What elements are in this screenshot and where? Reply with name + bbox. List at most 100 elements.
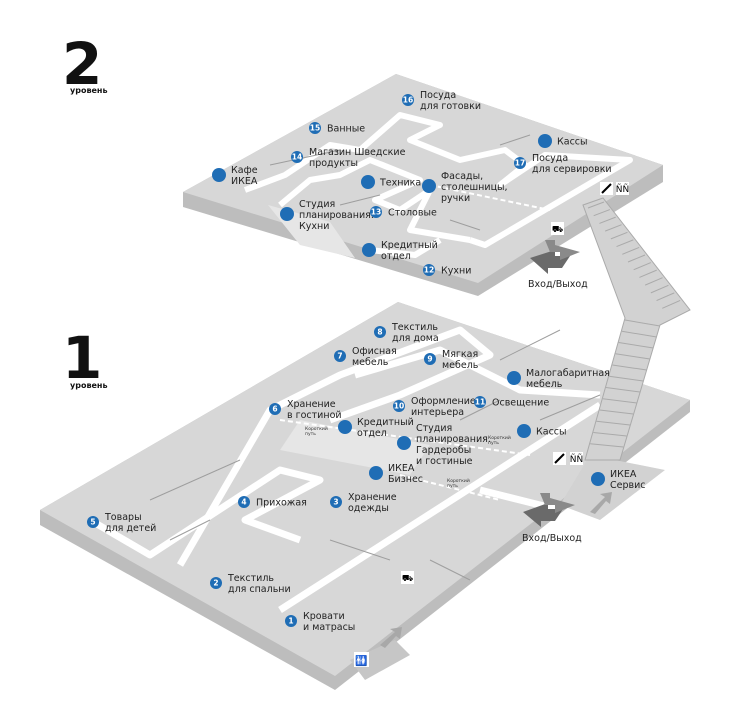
shortcut-label: Короткий xyxy=(488,434,511,441)
poi-label: и гостиные xyxy=(416,456,473,467)
level1-poi[interactable]: 4 Прихожая xyxy=(238,496,307,509)
poi-label: Мягкая xyxy=(442,349,478,360)
poi-marker-icon xyxy=(370,206,382,218)
poi-number: 2 xyxy=(213,579,218,588)
poi-marker-icon xyxy=(538,134,552,148)
poi-label: отдел xyxy=(381,251,411,262)
poi-label: мебель xyxy=(526,379,563,390)
poi-label: для сервировки xyxy=(532,164,612,175)
escalator-icon xyxy=(600,182,613,195)
poi-label: Кафе xyxy=(231,165,258,176)
poi-label: Кредитный xyxy=(381,240,438,251)
escalator-stairs xyxy=(582,197,691,461)
poi-marker-icon xyxy=(238,496,250,508)
level1-poi[interactable]: Кассы xyxy=(517,424,567,438)
poi-number: 10 xyxy=(394,402,404,411)
poi-marker-icon xyxy=(291,151,303,163)
poi-label: Освещение xyxy=(492,398,549,409)
poi-label: Студия xyxy=(299,199,335,210)
level2-poi[interactable]: Кассы xyxy=(538,134,588,148)
shortcut-label: путь xyxy=(488,441,499,446)
level-2-entrance-label: Вход/Выход xyxy=(528,279,588,290)
poi-number: 9 xyxy=(427,355,432,364)
poi-label: ручки xyxy=(441,193,470,204)
poi-marker-icon xyxy=(514,157,526,169)
poi-label: для детей xyxy=(105,523,156,534)
poi-number: 4 xyxy=(241,498,246,507)
exit-arrow xyxy=(380,627,402,648)
poi-marker-icon xyxy=(369,466,383,480)
poi-label: Гардеробы xyxy=(416,445,471,456)
poi-marker-icon xyxy=(285,615,297,627)
poi-label: Малогабаритная xyxy=(526,368,610,379)
poi-label: Прихожая xyxy=(256,498,307,509)
poi-number: 8 xyxy=(377,328,382,337)
poi-number: 13 xyxy=(371,208,381,217)
poi-marker-icon xyxy=(212,168,226,182)
level2-poi[interactable]: Фасады,столешницы,ручки xyxy=(422,171,508,204)
poi-marker-icon xyxy=(374,326,386,338)
poi-label: ИКЕА xyxy=(388,463,415,474)
level-1-entrance-arrows[interactable] xyxy=(523,493,575,527)
poi-label: Оформление xyxy=(411,396,476,407)
level-1-floor xyxy=(40,302,690,690)
poi-marker-icon xyxy=(397,436,411,450)
level-1-caption: уровень xyxy=(70,381,108,390)
poi-marker-icon xyxy=(87,516,99,528)
poi-number: 6 xyxy=(272,405,277,414)
poi-label: мебель xyxy=(352,357,389,368)
poi-label: мебель xyxy=(442,360,479,371)
poi-label: отдел xyxy=(357,428,387,439)
poi-marker-icon xyxy=(361,175,375,189)
poi-number: 5 xyxy=(90,518,95,527)
poi-label: Посуда xyxy=(532,153,568,164)
escalator-icon xyxy=(553,452,566,465)
poi-number: 7 xyxy=(337,352,342,361)
poi-marker-icon xyxy=(393,400,405,412)
poi-label: Кровати xyxy=(303,611,345,622)
svg-text:⛟: ⛟ xyxy=(552,225,563,235)
poi-label: Посуда xyxy=(420,90,456,101)
poi-label: Магазин Шведские xyxy=(309,147,406,158)
poi-number: 15 xyxy=(310,124,320,133)
trolley-icon: ⛟ xyxy=(551,222,564,235)
poi-label: Кассы xyxy=(536,427,567,438)
poi-label: ИКЕА xyxy=(231,176,258,187)
level-2-entrance-arrows[interactable] xyxy=(530,240,580,274)
poi-marker-icon xyxy=(517,424,531,438)
poi-label: Кассы xyxy=(557,137,588,148)
poi-label: Бизнес xyxy=(388,474,423,485)
level2-poi[interactable]: Техника xyxy=(361,175,421,189)
poi-label: Кухни xyxy=(299,221,329,232)
poi-label: ИКЕА xyxy=(610,469,637,480)
poi-marker-icon xyxy=(591,472,605,486)
level-2-caption: уровень xyxy=(70,86,108,95)
poi-marker-icon xyxy=(269,403,281,415)
poi-marker-icon xyxy=(423,264,435,276)
svg-text:⛟: ⛟ xyxy=(402,574,413,584)
